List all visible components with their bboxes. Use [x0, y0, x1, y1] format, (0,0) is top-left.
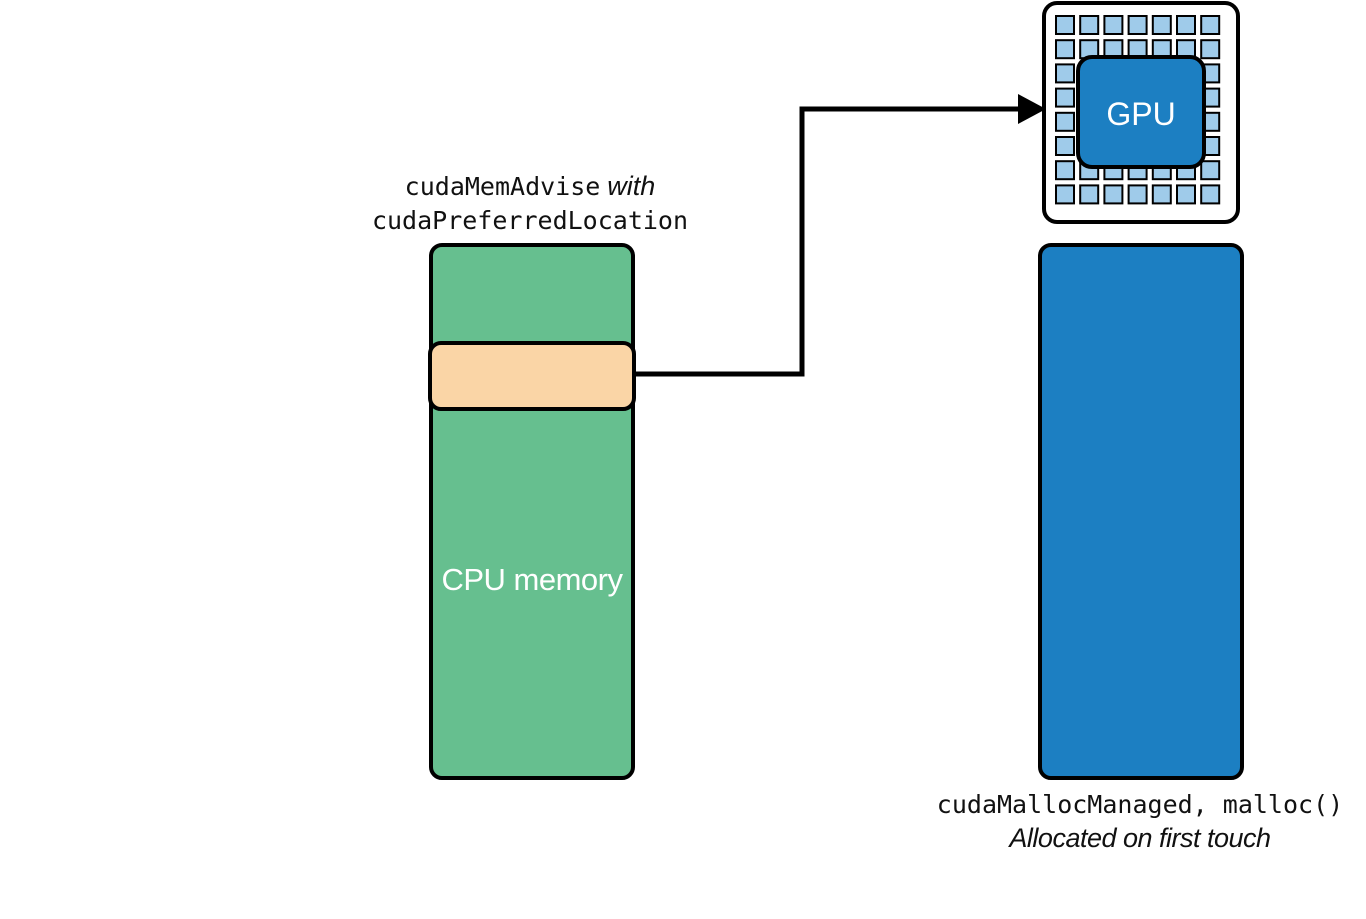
gpu-pin	[1055, 15, 1075, 35]
preferred-location-caption: cudaMemAdvise with cudaPreferredLocation	[330, 170, 730, 237]
gpu-pin	[1055, 184, 1075, 205]
gpu-pin	[1151, 184, 1172, 205]
gpu-pin	[1151, 15, 1172, 35]
preferred-page-block	[428, 341, 636, 411]
gpu-pin	[1200, 160, 1221, 181]
gpu-pin	[1200, 184, 1221, 205]
gpu-pin	[1055, 87, 1075, 108]
gpu-pin	[1103, 184, 1124, 205]
gpu-pin	[1127, 15, 1148, 35]
cpu-memory-label: CPU memory	[441, 562, 623, 597]
gpu-label: GPU	[1106, 96, 1175, 132]
gpu-pin	[1079, 184, 1100, 205]
mem-advise-code: cudaMemAdvise	[404, 172, 601, 201]
gpu-pin	[1176, 15, 1196, 35]
access-arrow	[636, 94, 1046, 377]
first-touch-desc: Allocated on first touch	[1009, 823, 1271, 853]
gpu-chip-icon: GPU	[1042, 1, 1240, 224]
gpu-pin	[1200, 39, 1221, 60]
gpu-die	[1076, 55, 1206, 169]
gpu-pin	[1055, 136, 1075, 156]
gpu-pin	[1127, 184, 1148, 205]
gpu-memory-block	[1038, 243, 1244, 780]
caption-line-1: cudaMemAdvise with	[330, 170, 730, 204]
preferred-location-code: cudaPreferredLocation	[371, 206, 689, 235]
gpu-pin	[1176, 184, 1196, 205]
with-word: with	[607, 171, 656, 201]
gpu-pin	[1055, 39, 1075, 60]
malloc-managed-code: cudaMallocManaged, malloc()	[936, 790, 1344, 819]
gpu-pin	[1055, 111, 1075, 132]
gpu-pin	[1055, 63, 1075, 84]
gpu-pin	[1055, 160, 1075, 181]
gpu-pin	[1103, 15, 1124, 35]
cpu-memory-block: CPU memory	[429, 243, 635, 780]
gpu-pin	[1200, 15, 1221, 35]
managed-alloc-caption: cudaMallocManaged, malloc() Allocated on…	[900, 788, 1366, 854]
gpu-pin	[1079, 15, 1100, 35]
